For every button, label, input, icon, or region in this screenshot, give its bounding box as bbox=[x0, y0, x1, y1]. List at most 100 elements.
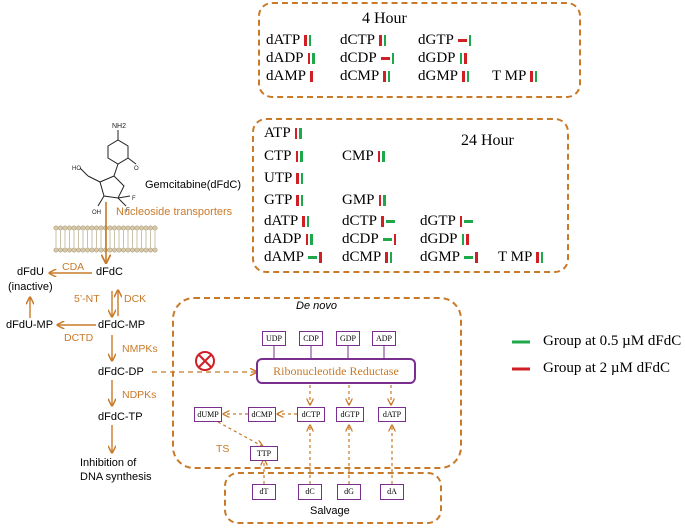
green-bar-mark bbox=[383, 195, 386, 207]
hour24-item: dGTP bbox=[420, 213, 474, 230]
dctp-box: dCTP bbox=[297, 407, 325, 422]
hour4-item: dGMP bbox=[418, 68, 470, 85]
salvage-panel bbox=[224, 472, 442, 524]
hour24-title: 24 Hour bbox=[461, 132, 514, 149]
inhibit-icon bbox=[195, 351, 215, 371]
change-marks bbox=[296, 173, 304, 185]
green-dash-mark bbox=[464, 256, 474, 259]
change-marks bbox=[536, 252, 544, 264]
green-bar-mark bbox=[468, 35, 472, 47]
hour24-metabolite-label: dCDP bbox=[342, 231, 379, 247]
hour4-metabolite-label: dGTP bbox=[418, 32, 454, 48]
change-marks bbox=[304, 35, 312, 47]
hour24-metabolite-label: ATP bbox=[264, 125, 291, 141]
green-bar-mark bbox=[383, 35, 387, 47]
change-marks bbox=[295, 151, 303, 163]
hour4-metabolite-label: dCTP bbox=[340, 32, 376, 48]
red-bar-mark bbox=[385, 252, 388, 264]
nmpks-label: NMPKs bbox=[122, 343, 158, 355]
hour4-metabolite-label: dATP bbox=[266, 32, 301, 48]
green-bar-mark bbox=[387, 71, 391, 83]
hour4-metabolite-label: dCMP bbox=[340, 68, 380, 84]
hour24-metabolite-label: dGMP bbox=[420, 249, 461, 265]
hour24-metabolite-label: CMP bbox=[342, 148, 374, 164]
change-marks bbox=[457, 35, 472, 47]
change-marks bbox=[379, 35, 387, 47]
hour24-metabolite-label: dADP bbox=[264, 231, 302, 247]
hour4-metabolite-label: dGMP bbox=[418, 68, 459, 84]
red-bar-mark bbox=[381, 216, 384, 228]
green-dash-mark bbox=[385, 220, 395, 223]
legend-green-label: Group at 0.5 µM dFdC bbox=[543, 333, 682, 349]
legend-red-label: Group at 2 µM dFdC bbox=[543, 360, 670, 376]
red-bar-mark bbox=[464, 53, 467, 65]
hour4-item: dATP bbox=[266, 32, 312, 49]
red-bar-mark bbox=[377, 151, 381, 163]
svg-text:NH2: NH2 bbox=[112, 123, 126, 130]
red-bar-mark bbox=[536, 252, 539, 264]
red-bar-mark bbox=[305, 234, 309, 246]
dg-box: dG bbox=[337, 484, 361, 500]
change-marks bbox=[308, 252, 322, 264]
hour24-metabolite-label: dCMP bbox=[342, 249, 382, 265]
hour24-item: dGMP bbox=[420, 249, 478, 266]
hour4-item: dCTP bbox=[340, 32, 387, 49]
hour24-item: CMP bbox=[342, 148, 385, 165]
red-bar-mark bbox=[383, 71, 386, 83]
change-marks bbox=[296, 195, 304, 207]
red-bar-mark bbox=[378, 195, 382, 207]
red-bar-mark bbox=[310, 71, 313, 83]
change-marks bbox=[459, 53, 467, 65]
change-marks bbox=[462, 71, 470, 83]
change-marks bbox=[380, 53, 395, 65]
svg-text:HO: HO bbox=[72, 166, 81, 172]
hour24-item: dCTP bbox=[342, 213, 395, 230]
udp-box: UDP bbox=[262, 331, 286, 346]
change-marks bbox=[382, 234, 397, 246]
dump-box: dUMP bbox=[194, 407, 222, 422]
hour24-item: dCMP bbox=[342, 249, 393, 266]
green-bar-mark bbox=[310, 234, 313, 246]
hour4-metabolite-label: dGDP bbox=[418, 50, 456, 66]
red-bar-mark bbox=[296, 173, 299, 185]
hour4-item: dCMP bbox=[340, 68, 391, 85]
svg-text:OH: OH bbox=[92, 210, 101, 216]
denovo-title: De novo bbox=[296, 300, 337, 312]
drug-label: Gemcitabine(dFdC) bbox=[145, 179, 241, 191]
ts-label: TS bbox=[216, 443, 230, 455]
red-bar-mark bbox=[302, 216, 305, 228]
hour4-item: dGTP bbox=[418, 32, 472, 49]
green-bar-mark bbox=[306, 216, 310, 228]
cell-membrane bbox=[53, 225, 158, 253]
ribonucleotide-reductase: Ribonucleotide Reductase bbox=[256, 358, 416, 384]
hour4-metabolite-label: dAMP bbox=[266, 68, 307, 84]
dfdu-mp-label: dFdU-MP bbox=[6, 319, 54, 331]
change-marks bbox=[383, 71, 391, 83]
red-bar-mark bbox=[379, 35, 382, 47]
hour4-item: dGDP bbox=[418, 50, 467, 67]
hour4-item: dAMP bbox=[266, 68, 313, 85]
cda-label: CDA bbox=[62, 261, 85, 273]
svg-text:F: F bbox=[132, 196, 136, 202]
hour24-item: GTP bbox=[264, 192, 304, 209]
hour4-title: 4 Hour bbox=[362, 10, 407, 27]
change-marks bbox=[378, 195, 386, 207]
gdp-box: GDP bbox=[336, 331, 360, 346]
red-bar-mark bbox=[294, 128, 298, 140]
green-bar-mark bbox=[382, 151, 385, 163]
hour24-item: GMP bbox=[342, 192, 386, 209]
green-bar-mark bbox=[466, 71, 470, 83]
green-bar-mark bbox=[534, 71, 538, 83]
cdp-box: CDP bbox=[299, 331, 323, 346]
dt-box: dT bbox=[252, 484, 276, 500]
change-marks bbox=[302, 216, 310, 228]
hour4-item: T MP bbox=[492, 68, 538, 85]
hour24-metabolite-label: GMP bbox=[342, 192, 375, 208]
change-marks bbox=[464, 252, 478, 264]
hour24-metabolite-label: GTP bbox=[264, 192, 293, 208]
inhibition-line2: DNA synthesis bbox=[80, 471, 152, 483]
da-box: dA bbox=[380, 484, 404, 500]
change-marks bbox=[381, 216, 395, 228]
green-bar-mark bbox=[300, 173, 304, 185]
hour24-item: ATP bbox=[264, 125, 302, 142]
